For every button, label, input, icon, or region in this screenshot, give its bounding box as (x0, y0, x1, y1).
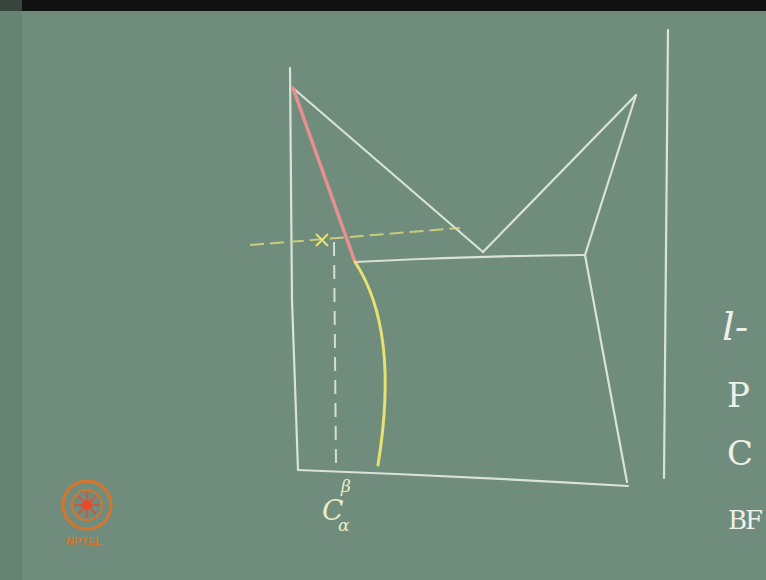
right-axis (664, 30, 668, 478)
phase-diagram (290, 30, 668, 486)
logo-inner-ring (72, 490, 102, 520)
board-shade (0, 0, 22, 580)
board-note: B (728, 507, 747, 533)
liquidus-right (483, 95, 636, 252)
solvus-right (585, 255, 627, 482)
left-axis (290, 68, 298, 470)
phase-subscript: α (338, 517, 349, 534)
logo-text: NPTEL (66, 536, 102, 547)
eutectic-line (355, 255, 585, 262)
phase-superscript: β (341, 478, 351, 495)
top-strip (0, 0, 766, 11)
board-note: C (727, 436, 753, 470)
drop-line (334, 242, 336, 465)
board-note: l- (722, 306, 748, 346)
solvus-left (355, 262, 385, 465)
solidus-right (585, 95, 636, 255)
solidus-left (293, 88, 355, 262)
tie-line (250, 228, 460, 245)
logo-ring (63, 481, 111, 529)
point-mark (316, 234, 328, 246)
logo-rays (74, 492, 100, 518)
nptel-logo (63, 481, 111, 529)
board-note: P (727, 378, 750, 412)
board-note: F (745, 507, 763, 533)
